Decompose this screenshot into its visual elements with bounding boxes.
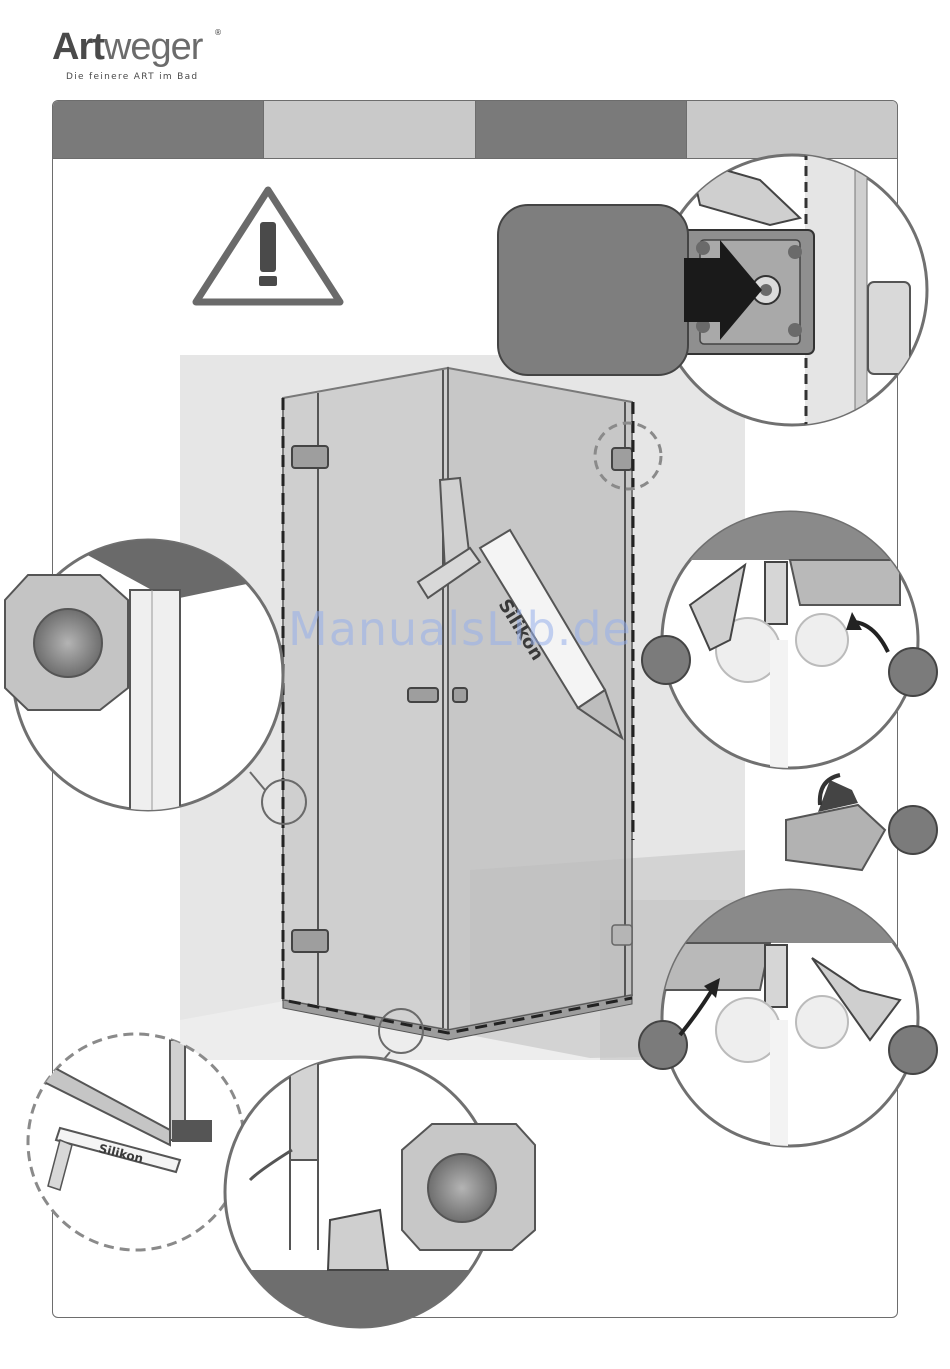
bottom-seal-silicone-detail: Silikon [28,1034,244,1250]
tape-removal-detail [786,775,937,870]
watermark: ManualsLib.de [288,602,632,656]
door-seal-cap-detail [220,1057,535,1330]
warning-icon [196,190,340,302]
